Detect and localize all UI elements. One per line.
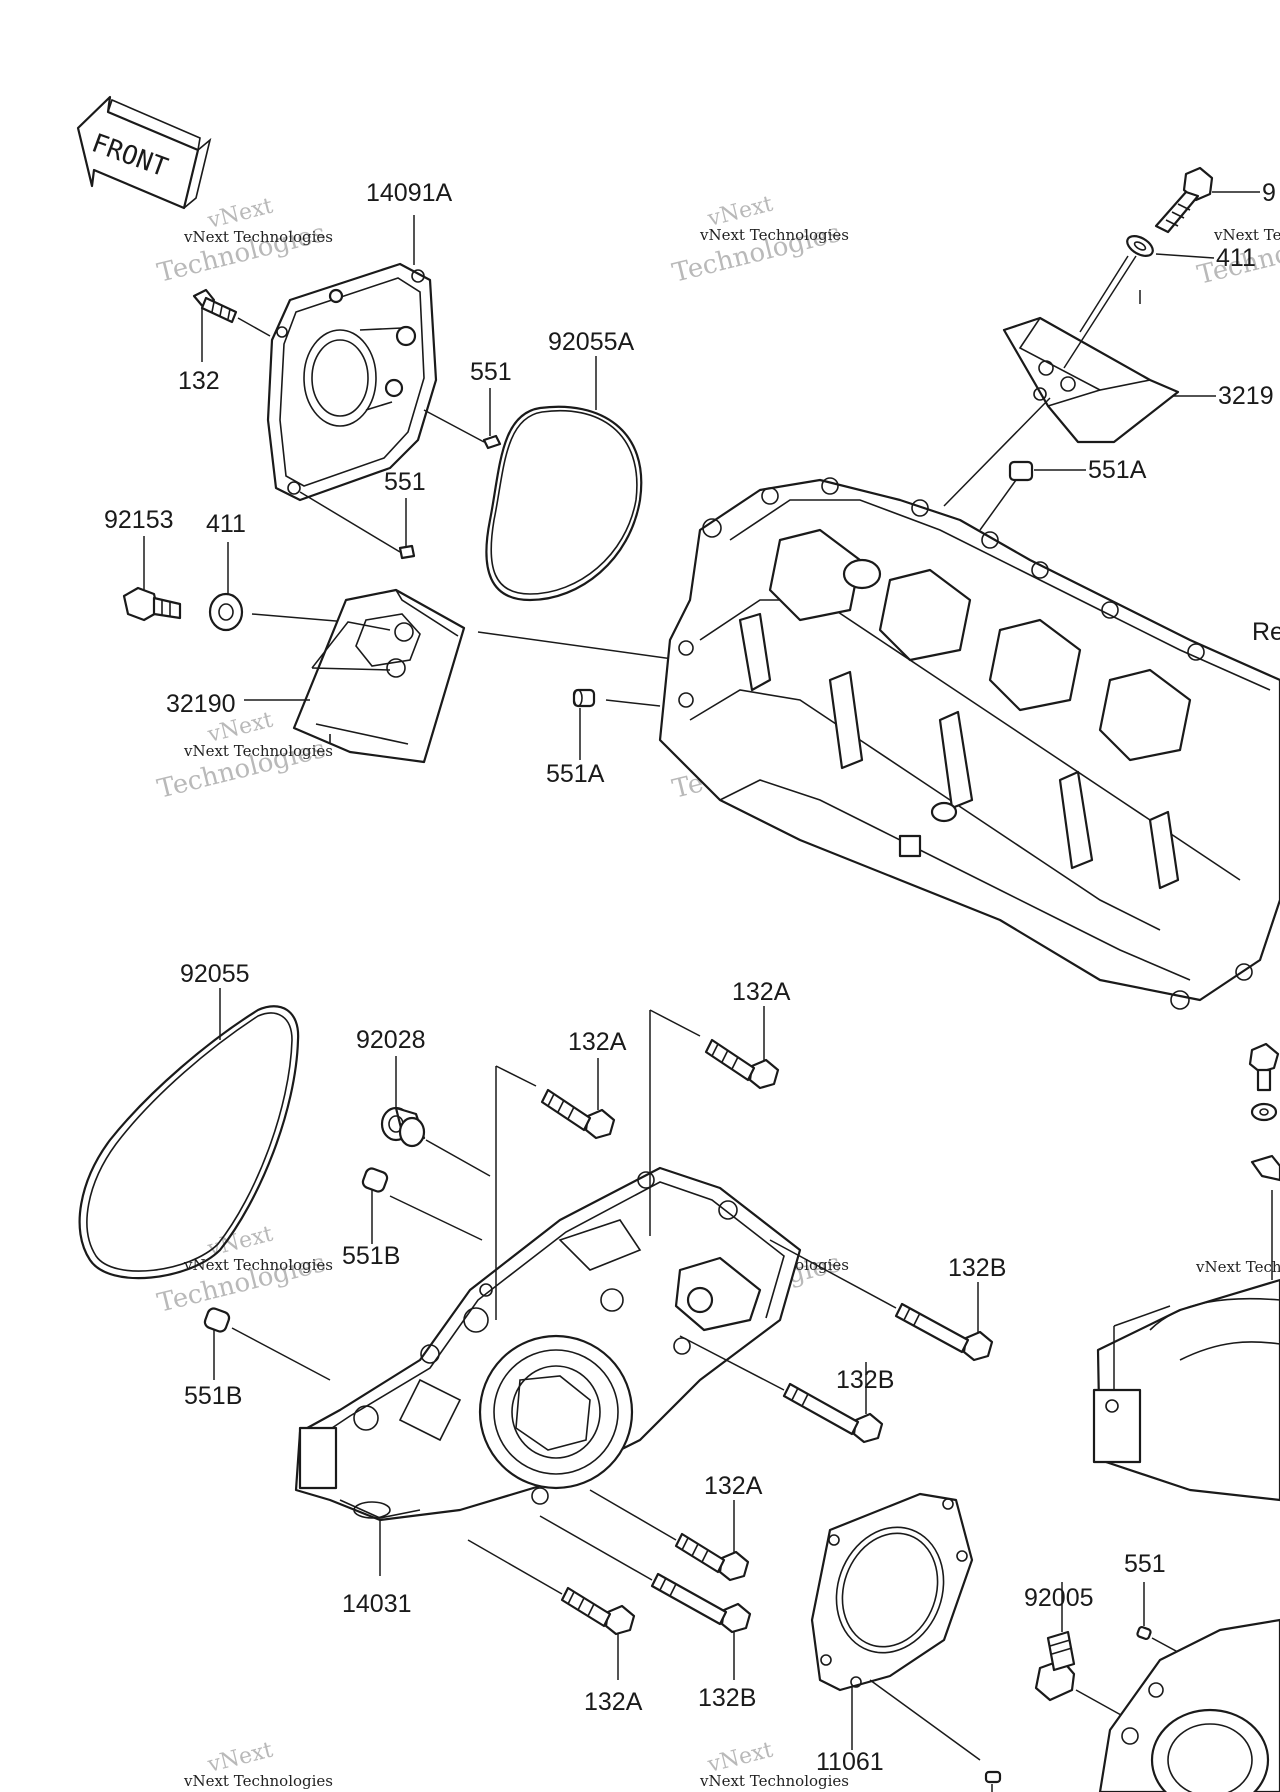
bolt-132A-1 [704,1038,780,1090]
label-132A-4: 132A [584,1688,643,1716]
bracket-32190 [292,588,466,764]
bolt-upper-right [1154,166,1214,234]
label-411-trunc: 411 [1216,244,1256,272]
washer-411 [208,592,244,632]
svg-text:vNext Technologies: vNext Technologies [183,228,333,246]
partial-case-bottom-right [1098,1618,1280,1792]
bolt-132A-3 [674,1532,750,1582]
label-32190: 32190 [166,690,236,718]
svg-text:vNext Technologies: vNext Technologies [183,1772,333,1790]
label-92153: 92153 [104,506,174,534]
watermark-2: vNext Technologies vNext Technologies [669,192,849,289]
svg-text:vNext Technologies: vNext Technologies [699,226,849,244]
label-551-b: 551 [384,468,426,496]
label-92055A: 92055A [548,328,635,356]
watermark-7: vNext vNext Technologies [183,1738,333,1790]
watermark-5: vNext Technologies vNext Technologies [154,1222,333,1319]
label-551A-left: 551A [546,760,605,788]
label-551B-1: 551B [342,1242,400,1270]
bolt-132A-2 [540,1088,616,1140]
partial-housing-right [1092,1278,1280,1502]
label-14091A: 14091A [366,179,453,207]
label-551A-right: 551A [1088,456,1147,484]
watermark-9: Technologies vNext Technologies vNext Te… [1194,220,1280,1790]
bolt-132B-1 [894,1302,994,1362]
front-arrow: FRONT [76,95,212,210]
bolt-132A-4 [560,1586,636,1636]
svg-text:vNext Technologies: vNext Technologies [183,742,333,760]
label-132: 132 [178,367,220,395]
washer-411-right [1126,235,1154,257]
pin-551-a [482,434,502,450]
gasket-11061 [810,1492,974,1692]
label-132A-1: 132A [732,978,791,1006]
bolt-132 [192,288,238,324]
label-132A-3: 132A [704,1472,763,1500]
svg-text:vNext Technologies: vNext Technologies [699,1772,849,1790]
label-132B-1: 132B [948,1254,1006,1282]
label-551-bottom: 551 [1124,1550,1166,1578]
bracket-3219-right [1002,316,1180,444]
dowel-551B-1 [361,1167,389,1193]
label-re-trunc: Re [1252,618,1280,646]
partial-bolt-right [1248,1042,1280,1280]
label-132B-2: 132B [836,1366,894,1394]
bolt-132B-3 [650,1572,752,1634]
cover-14031 [294,1166,802,1522]
label-551B-2: 551B [184,1382,242,1410]
label-551-a: 551 [470,358,512,386]
pin-551A-left [572,688,596,708]
bolt-92153 [122,586,182,622]
cover-14091A [266,262,438,502]
label-11061: 11061 [816,1748,884,1776]
watermark-8: vNext vNext Technologies [699,1738,849,1790]
bolt-132B-2 [782,1382,884,1444]
label-14031: 14031 [342,1590,412,1618]
oring-92055A [485,405,643,602]
svg-text:vNext Technologies: vNext Technologies [183,1256,333,1274]
crankcase-upper [658,477,1280,1010]
label-92055: 92055 [180,960,250,988]
label-9-trunc: 9 [1262,179,1276,207]
svg-text:vNext Technologies: vNext Technologies [1213,226,1280,244]
label-92005: 92005 [1024,1584,1094,1612]
dowel-551B-2 [203,1307,231,1333]
oring-92055 [78,1005,300,1280]
label-92028: 92028 [356,1026,426,1054]
label-411: 411 [206,510,246,538]
pin-551-b [398,544,416,560]
pin-551-bottom [1136,1625,1152,1641]
bushing-92028 [380,1106,426,1148]
label-132A-2: 132A [568,1028,627,1056]
svg-text:vNext Technologies: vNext Technologies [1195,1258,1280,1276]
pin-551A-right [1008,460,1034,482]
fitting-92005 [1034,1630,1076,1702]
label-3219-trunc: 3219 [1218,382,1274,410]
pin-bottom [984,1770,1002,1784]
label-132B-3: 132B [698,1684,756,1712]
